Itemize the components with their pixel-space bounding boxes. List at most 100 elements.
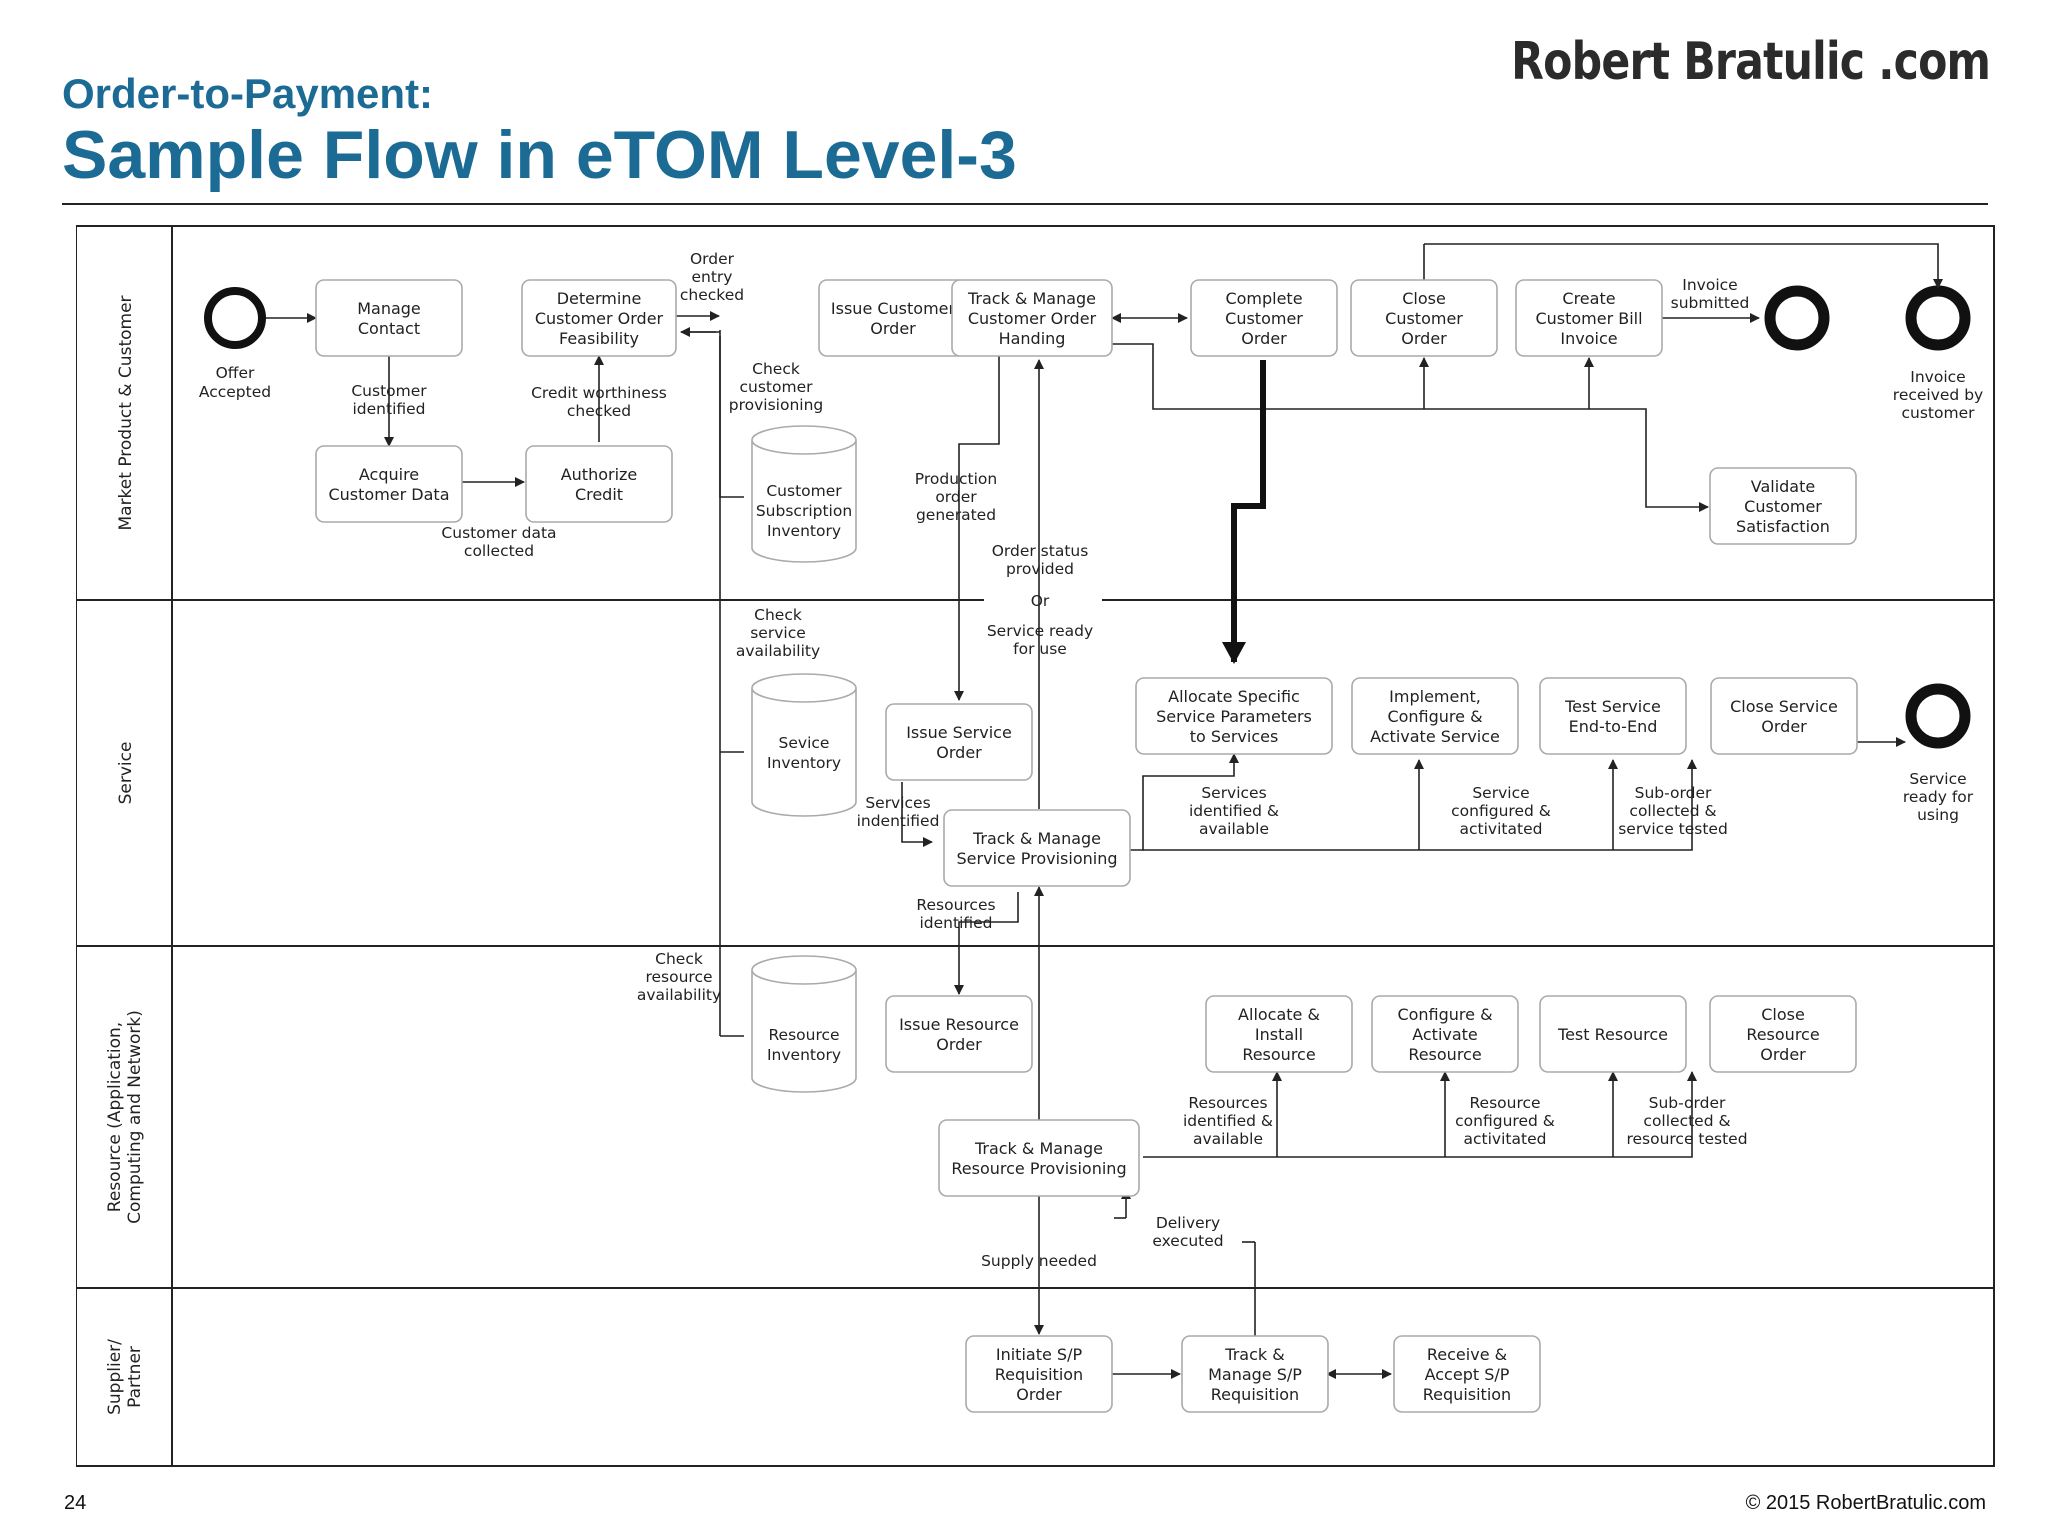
svg-text:Supply needed: Supply needed [981, 1252, 1097, 1270]
check-service-availability-label: Check service availability [736, 606, 820, 660]
svg-text:Order: Order [936, 1035, 982, 1054]
svg-text:customer: customer [740, 378, 814, 396]
customer-subscription-inventory-label: Customer Subscription Inventory [756, 482, 852, 540]
track-manage-sp-requisition-box: Track & Manage S/P Requisition [1181, 1335, 1329, 1413]
svg-text:Services: Services [1201, 784, 1266, 802]
svg-text:Sub-order: Sub-order [1649, 1094, 1726, 1112]
svg-text:indentified: indentified [857, 812, 940, 830]
end-event-invoice-submitted [1764, 285, 1830, 351]
validate-customer-satisfaction-box: Validate Customer Satisfaction [1709, 467, 1857, 545]
svg-text:Accept S/P: Accept S/P [1425, 1365, 1510, 1384]
svg-text:Initiate S/P: Initiate S/P [996, 1345, 1083, 1364]
svg-text:Customer data: Customer data [441, 524, 556, 542]
lane-label-market: Market Product & Customer [116, 295, 136, 530]
lane-label-supplier-line2: Partner [125, 1346, 145, 1408]
svg-text:identified: identified [919, 914, 992, 932]
svg-text:Install: Install [1255, 1025, 1303, 1044]
check-customer-provisioning-label: Check customer provisioning [729, 360, 824, 414]
svg-text:collected &: collected & [1629, 802, 1716, 820]
svg-text:Complete: Complete [1225, 289, 1302, 308]
title-divider [62, 203, 1988, 205]
svg-text:executed: executed [1152, 1232, 1223, 1250]
svg-text:Resource: Resource [768, 1026, 839, 1044]
svg-text:Customer Bill: Customer Bill [1535, 309, 1642, 328]
svg-text:Customer: Customer [1744, 497, 1822, 516]
service-inventory-label: Sevice Inventory [767, 734, 841, 772]
svg-text:identified: identified [352, 400, 425, 418]
resource-configured-label: Resource configured & activitated [1455, 1094, 1555, 1148]
lane-label-supplier-line1: Supplier/ [105, 1339, 125, 1415]
production-order-generated-label: Production order generated [915, 470, 997, 524]
svg-text:Issue Service: Issue Service [906, 723, 1012, 742]
svg-text:identified &: identified & [1189, 802, 1279, 820]
svg-text:to Services: to Services [1190, 727, 1279, 746]
invoice-submitted-label: Invoice submitted [1671, 276, 1750, 312]
svg-text:Allocate Specific: Allocate Specific [1168, 687, 1300, 706]
test-resource-box: Test Resource [1539, 995, 1687, 1073]
svg-text:Service Parameters: Service Parameters [1156, 707, 1312, 726]
svg-text:Subscription: Subscription [756, 502, 852, 520]
check-resource-availability-label: Check resource availability [637, 950, 721, 1004]
svg-text:Service: Service [1472, 784, 1529, 802]
svg-text:Close: Close [1402, 289, 1446, 308]
svg-text:generated: generated [916, 506, 996, 524]
authorize-credit-box: Authorize Credit [525, 445, 673, 523]
svg-text:Resources: Resources [1188, 1094, 1267, 1112]
start-event [204, 287, 266, 349]
svg-text:Activate: Activate [1412, 1025, 1478, 1044]
svg-text:Issue Customer: Issue Customer [831, 299, 956, 318]
test-service-box: Test Service End-to-End [1539, 677, 1687, 755]
configure-activate-resource-box: Configure & Activate Resource [1371, 995, 1519, 1073]
svg-text:Customer Order: Customer Order [968, 309, 1097, 328]
svg-text:Delivery: Delivery [1156, 1214, 1220, 1232]
svg-text:Resource: Resource [1408, 1045, 1481, 1064]
svg-text:Service: Service [1909, 770, 1966, 788]
svg-text:Service Provisioning: Service Provisioning [957, 849, 1118, 868]
acquire-customer-data-box: Acquire Customer Data [315, 445, 463, 523]
svg-text:checked: checked [567, 402, 631, 420]
svg-text:Receive &: Receive & [1427, 1345, 1507, 1364]
etom-flow-diagram: Market Product & Customer Service Resour… [76, 225, 1995, 1467]
svg-text:Close: Close [1761, 1005, 1805, 1024]
svg-text:Order: Order [1241, 329, 1287, 348]
close-service-order-box: Close Service Order [1710, 677, 1858, 755]
svg-text:Resource Provisioning: Resource Provisioning [951, 1159, 1126, 1178]
svg-text:Credit worthiness: Credit worthiness [531, 384, 667, 402]
lane-label-resource-line1: Resource (Application, [105, 1022, 125, 1212]
svg-text:Authorize: Authorize [561, 465, 638, 484]
issue-resource-order-box: Issue Resource Order [885, 995, 1033, 1073]
svg-text:Order: Order [1761, 717, 1807, 736]
initiate-sp-requisition-box: Initiate S/P Requisition Order [965, 1335, 1113, 1413]
svg-text:Requisition: Requisition [995, 1365, 1083, 1384]
svg-text:Allocate &: Allocate & [1238, 1005, 1320, 1024]
svg-text:service: service [750, 624, 806, 642]
svg-text:Determine: Determine [557, 289, 642, 308]
svg-text:Configure &: Configure & [1397, 1005, 1492, 1024]
svg-text:availability: availability [736, 642, 820, 660]
svg-text:Production: Production [915, 470, 997, 488]
svg-text:Track & Manage: Track & Manage [972, 829, 1101, 848]
suborder-service-tested-label: Sub-order collected & service tested [1618, 784, 1728, 838]
customer-identified-label: Customer identified [351, 382, 427, 418]
svg-text:available: available [1199, 820, 1269, 838]
svg-text:Sub-order: Sub-order [1635, 784, 1712, 802]
svg-text:Issue Resource: Issue Resource [899, 1015, 1019, 1034]
svg-text:Check: Check [655, 950, 703, 968]
svg-text:Order: Order [690, 250, 735, 268]
customer-subscription-inventory-store [751, 425, 857, 563]
svg-text:Check: Check [754, 606, 802, 624]
close-resource-order-box: Close Resource Order [1709, 995, 1857, 1073]
services-identified-available-label: Services identified & available [1189, 784, 1279, 838]
svg-text:Configure &: Configure & [1387, 707, 1482, 726]
lane-label-service: Service [116, 742, 136, 805]
resource-inventory-label: Resource Inventory [767, 1026, 841, 1064]
svg-text:order: order [935, 488, 977, 506]
svg-text:Resource: Resource [1469, 1094, 1540, 1112]
svg-text:availability: availability [637, 986, 721, 1004]
swimlane-frame [76, 225, 1995, 1467]
svg-text:Customer: Customer [1385, 309, 1463, 328]
svg-text:Create: Create [1562, 289, 1615, 308]
svg-text:Accepted: Accepted [199, 383, 271, 401]
svg-text:configured &: configured & [1455, 1112, 1555, 1130]
svg-text:Order: Order [936, 743, 982, 762]
